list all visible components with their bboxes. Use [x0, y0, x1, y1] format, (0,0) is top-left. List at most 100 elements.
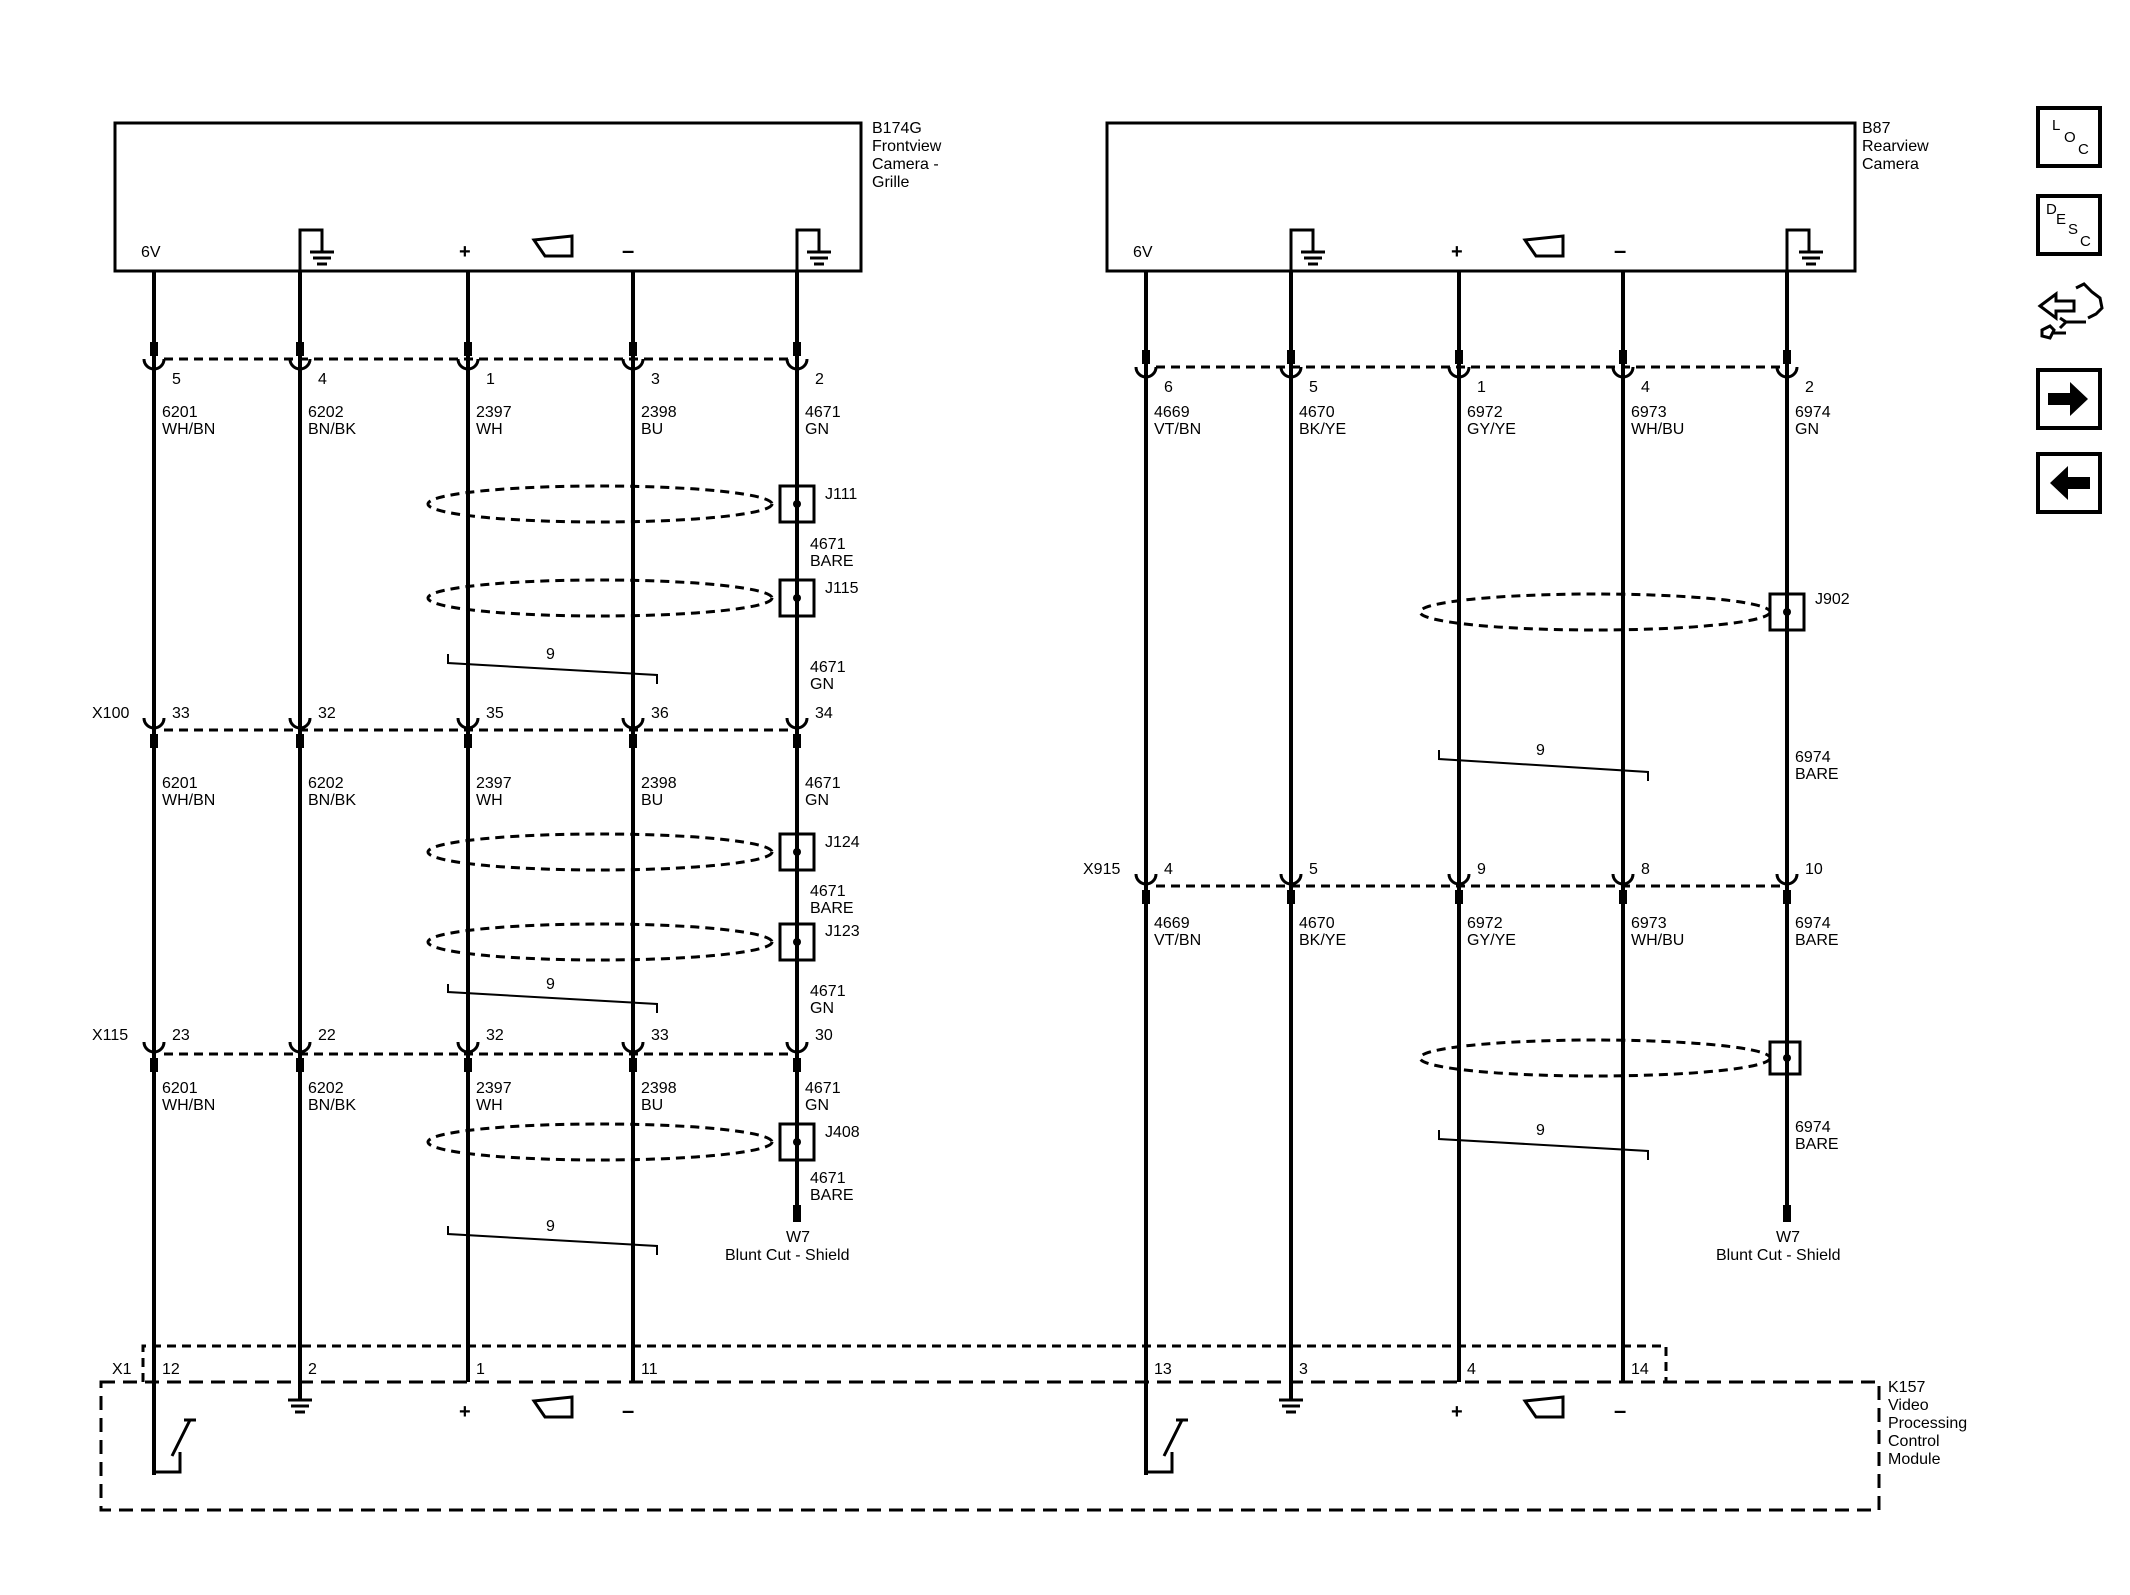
video-signal-icon [531, 234, 574, 258]
next-button[interactable] [2036, 368, 2102, 430]
video-signal-icon [1522, 234, 1565, 258]
rear-twist-labels: 9 9 [1536, 742, 1545, 1139]
svg-text:9: 9 [546, 1218, 555, 1235]
rear-cam-minus-label: – [1614, 238, 1626, 263]
front-camera-name-3: Grille [872, 174, 909, 191]
rear-camera-name-1: Rearview [1862, 138, 1929, 155]
svg-text:GY/YE: GY/YE [1467, 421, 1516, 438]
module-minus-label: – [622, 1398, 634, 1423]
x1-connector [141, 1344, 1668, 1382]
x100-pin-numbers: 33 32 35 36 34 [172, 705, 833, 722]
x1-pin-numbers: 12 2 1 11 13 3 4 14 [162, 1361, 1649, 1378]
svg-text:4671: 4671 [810, 1170, 846, 1187]
shield-ground-icon [795, 228, 831, 271]
rear-w7-desc: Blunt Cut - Shield [1716, 1247, 1841, 1264]
ground-icon [298, 228, 334, 271]
svg-text:4670: 4670 [1299, 404, 1335, 421]
svg-text:WH/BN: WH/BN [162, 1097, 215, 1114]
x115-hooks [142, 1040, 809, 1054]
module-box [99, 1380, 1881, 1512]
location-button[interactable]: L O C [2036, 106, 2102, 168]
svg-text:6202: 6202 [308, 775, 344, 792]
front-camera-box [113, 121, 863, 273]
x100-label: X100 [92, 705, 129, 722]
svg-text:5: 5 [1309, 379, 1318, 396]
svg-text:WH/BN: WH/BN [162, 792, 215, 809]
module-name-3: Control [1888, 1433, 1940, 1450]
svg-text:VT/BN: VT/BN [1154, 421, 1201, 438]
svg-text:2: 2 [308, 1361, 317, 1378]
svg-text:9: 9 [1477, 861, 1486, 878]
shield-ground-icon [1785, 228, 1823, 271]
svg-text:6201: 6201 [162, 404, 198, 421]
module-id: K157 [1888, 1379, 1925, 1396]
svg-text:9: 9 [546, 976, 555, 993]
front-cam-minus-label: – [622, 238, 634, 263]
svg-text:32: 32 [318, 705, 336, 722]
description-button[interactable]: D E S C [2036, 194, 2102, 256]
front-cam-6v-label: 6V [141, 244, 161, 261]
front-wires [152, 271, 799, 1475]
svg-text:12: 12 [162, 1361, 180, 1378]
svg-text:BK/YE: BK/YE [1299, 932, 1346, 949]
svg-text:6201: 6201 [162, 775, 198, 792]
svg-text:WH: WH [476, 792, 503, 809]
video-signal-icon [1522, 1395, 1565, 1419]
rear-cam-plus-label: + [1451, 241, 1463, 263]
svg-text:6: 6 [1164, 379, 1173, 396]
front-twist-markers [447, 654, 658, 1255]
svg-text:2398: 2398 [641, 1080, 677, 1097]
loc-letter-o: O [2064, 129, 2076, 146]
arrow-right-icon [2048, 382, 2088, 416]
svg-text:3: 3 [651, 371, 660, 388]
svg-text:4669: 4669 [1154, 404, 1190, 421]
front-cam-plus-label: + [459, 241, 471, 263]
svg-text:9: 9 [546, 646, 555, 663]
svg-text:4671: 4671 [810, 883, 846, 900]
svg-text:BK/YE: BK/YE [1299, 421, 1346, 438]
svg-text:BN/BK: BN/BK [308, 1097, 356, 1114]
svg-text:32: 32 [486, 1027, 504, 1044]
rear-w7-label: W7 [1776, 1229, 1800, 1246]
svg-text:2397: 2397 [476, 1080, 512, 1097]
svg-text:BARE: BARE [810, 553, 854, 570]
svg-text:6202: 6202 [308, 404, 344, 421]
svg-text:GN: GN [810, 676, 834, 693]
svg-text:4671: 4671 [805, 1080, 841, 1097]
loc-letter-l: L [2052, 117, 2061, 134]
svg-text:J124: J124 [825, 834, 860, 851]
front-w7-desc: Blunt Cut - Shield [725, 1247, 850, 1264]
svg-text:36: 36 [651, 705, 669, 722]
rear-shield-ellipses [1418, 592, 1772, 1078]
svg-text:8: 8 [1641, 861, 1650, 878]
j902-label: J902 [1815, 591, 1850, 608]
previous-button[interactable] [2036, 452, 2102, 514]
svg-text:6972: 6972 [1467, 915, 1503, 932]
front-camera-name-2: Camera - [872, 156, 939, 173]
ground-icon [1289, 228, 1325, 271]
svg-text:6201: 6201 [162, 1080, 198, 1097]
connector-tool-button[interactable] [2036, 278, 2106, 350]
svg-text:4671: 4671 [810, 659, 846, 676]
front-camera-section: B174G Frontview Camera - Grille 6V + – [92, 120, 942, 1475]
svg-text:GN: GN [805, 421, 829, 438]
module-minus-label-rear: – [1614, 1398, 1626, 1423]
svg-text:BN/BK: BN/BK [308, 421, 356, 438]
svg-text:6202: 6202 [308, 1080, 344, 1097]
x1-label: X1 [112, 1361, 132, 1378]
switch-icon [152, 1418, 196, 1475]
svg-text:2397: 2397 [476, 404, 512, 421]
rear-terminal-stubs [1142, 350, 1791, 1222]
svg-text:BU: BU [641, 792, 663, 809]
rear-camera-pin-numbers: 6 5 1 4 2 [1164, 379, 1814, 396]
svg-text:J123: J123 [825, 923, 860, 940]
svg-text:23: 23 [172, 1027, 190, 1044]
svg-text:1: 1 [1477, 379, 1486, 396]
svg-text:2: 2 [1805, 379, 1814, 396]
arrow-left-icon [2050, 466, 2090, 500]
svg-text:33: 33 [172, 705, 190, 722]
